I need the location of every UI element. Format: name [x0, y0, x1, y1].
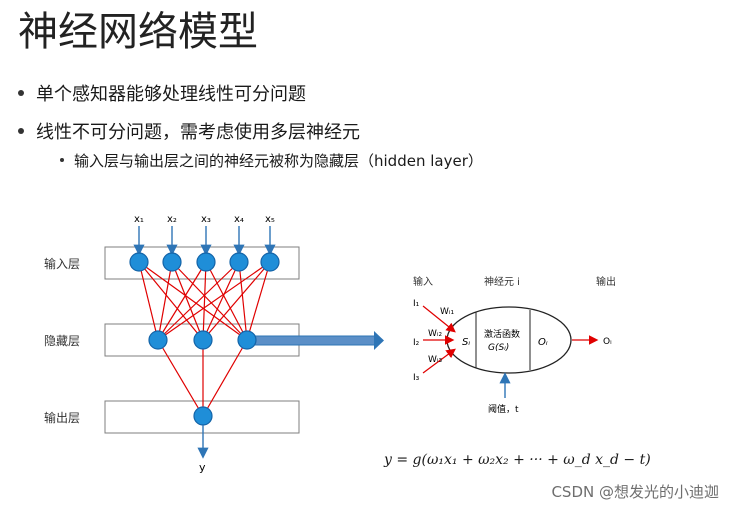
expand-arrow-shaft [246, 335, 376, 346]
neuron-input-I2: I₂ [413, 338, 420, 348]
bullet-dot-icon [18, 128, 24, 134]
output-layer-box [104, 400, 300, 434]
output-label-y: y [199, 461, 206, 474]
neuron-output-inner: Oᵢ [538, 337, 548, 348]
neuron-activation-label: 激活函数 [484, 328, 520, 340]
neuron-input-arrows [422, 305, 456, 374]
input-node [229, 252, 249, 272]
neuron-input-I3: I₃ [413, 373, 420, 383]
page-title: 神经网络模型 [18, 9, 258, 55]
neuron-input-I1: I₁ [413, 299, 420, 309]
hidden-node [148, 330, 168, 350]
input-node [260, 252, 280, 272]
network-nodes [129, 252, 280, 426]
threshold-label: 阈值，t [488, 403, 519, 415]
neuron-weight-1: Wᵢ₁ [440, 307, 455, 317]
bullet-item: 单个感知器能够处理线性可分问题 [18, 80, 306, 106]
bullet-item: 线性不可分问题，需考虑使用多层神经元 [18, 118, 360, 144]
neuron-section-input: 输入 [413, 275, 433, 288]
formula: y = g(ω₁x₁ + ω₂x₂ + ··· + ω_d x_d − t) [384, 452, 651, 468]
neuron-section-neuron: 神经元 i [484, 275, 520, 288]
input-node [162, 252, 182, 272]
layer-label-hidden: 隐藏层 [44, 334, 80, 348]
hidden-node [193, 330, 213, 350]
bullet-dot-icon [60, 157, 64, 162]
input-arrows [133, 226, 276, 256]
input-node [196, 252, 216, 272]
input-label-x1: x₁ [134, 214, 144, 225]
input-label-x3: x₃ [201, 214, 211, 225]
expand-arrow-icon [374, 331, 384, 350]
neuron-sum-label: Sᵢ [462, 337, 470, 348]
input-label-x4: x₄ [234, 214, 244, 225]
hidden-node [237, 330, 257, 350]
output-node [193, 406, 213, 426]
neuron-activation-fn: G(Sᵢ) [488, 343, 509, 353]
neuron-section-output: 输出 [596, 275, 616, 288]
input-label-x2: x₂ [167, 214, 177, 225]
input-node [129, 252, 149, 272]
neuron-weight-3: Wᵢ₃ [428, 355, 443, 365]
layer-label-output: 输出层 [44, 410, 80, 425]
neuron-output-outer: Oᵢ [603, 337, 612, 347]
layer-label-input: 输入层 [44, 256, 80, 271]
sub-bullet-item: 输入层与输出层之间的神经元被称为隐藏层（hidden layer） [60, 150, 483, 171]
input-hidden-edges [138, 261, 271, 341]
bullet-dot-icon [18, 90, 24, 96]
neuron-weight-2: Wᵢ₂ [428, 329, 443, 339]
input-label-x5: x₅ [265, 214, 275, 225]
hidden-output-edges [157, 339, 248, 417]
watermark: CSDN @想发光的小迪迦 [551, 483, 719, 501]
